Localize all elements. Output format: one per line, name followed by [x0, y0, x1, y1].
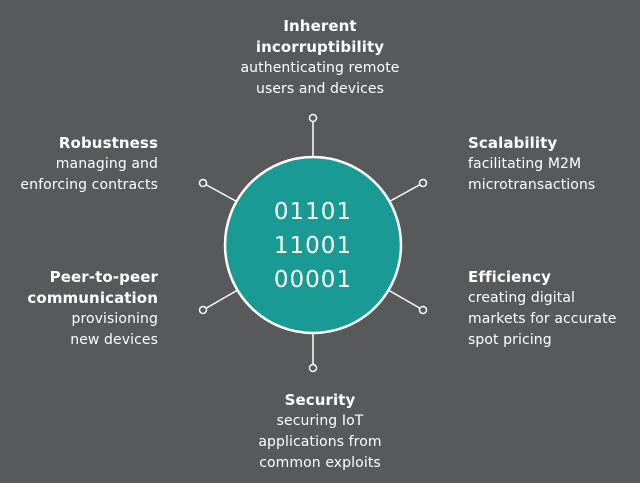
label-title-line: Scalability	[468, 134, 558, 152]
label-desc-line: managing and	[55, 156, 158, 172]
label-desc-line: spot pricing	[468, 332, 552, 348]
label-desc-line: common exploits	[259, 455, 381, 471]
core-line-1: 01101	[274, 199, 352, 225]
spoke-bottom-right	[382, 286, 424, 311]
label-scalability: Scalability facilitating M2M microtransa…	[468, 133, 640, 196]
label-desc-line: provisioning	[71, 311, 158, 327]
label-desc-line: securing IoT	[276, 413, 364, 429]
label-inherent-incorruptibility: Inherent incorruptibility authenticating…	[193, 16, 447, 100]
label-security: Security securing IoT applications from …	[193, 390, 447, 474]
label-desc-line: new devices	[70, 332, 158, 348]
label-desc-line: users and devices	[255, 81, 385, 97]
label-title-line: Inherent	[283, 17, 357, 35]
spoke-top-right-node	[418, 178, 428, 188]
core-line-3: 00001	[274, 267, 352, 293]
core-line-2: 11001	[274, 233, 352, 259]
label-desc-line: authenticating remote	[240, 60, 400, 76]
label-peer-to-peer-communication: Peer-to-peer communication provisioning …	[0, 267, 158, 351]
label-desc-line: microtransactions	[468, 177, 596, 193]
label-title-line: Peer-to-peer	[49, 268, 158, 286]
spoke-top-left-node	[198, 178, 208, 188]
label-desc-line: facilitating M2M	[468, 156, 582, 172]
label-title-line: incorruptibility	[255, 38, 385, 56]
label-title-line: communication	[27, 289, 158, 307]
spoke-bottom-left	[202, 286, 244, 311]
label-desc-line: enforcing contracts	[20, 177, 158, 193]
label-desc-line: applications from	[258, 434, 382, 450]
core-circle	[223, 155, 403, 335]
label-title-line: Efficiency	[468, 268, 551, 286]
label-desc-line: markets for accurate	[468, 311, 617, 327]
label-title-line: Robustness	[58, 134, 158, 152]
spoke-bottom-right-node	[418, 305, 428, 315]
label-efficiency: Efficiency creating digital markets for …	[468, 267, 640, 351]
label-title-line: Security	[284, 391, 356, 409]
label-robustness: Robustness managing and enforcing contra…	[0, 133, 158, 196]
label-desc-line: creating digital	[468, 290, 576, 306]
spoke-bottom-node	[308, 363, 318, 373]
spoke-top-node	[308, 113, 318, 123]
spoke-bottom-left-node	[198, 305, 208, 315]
